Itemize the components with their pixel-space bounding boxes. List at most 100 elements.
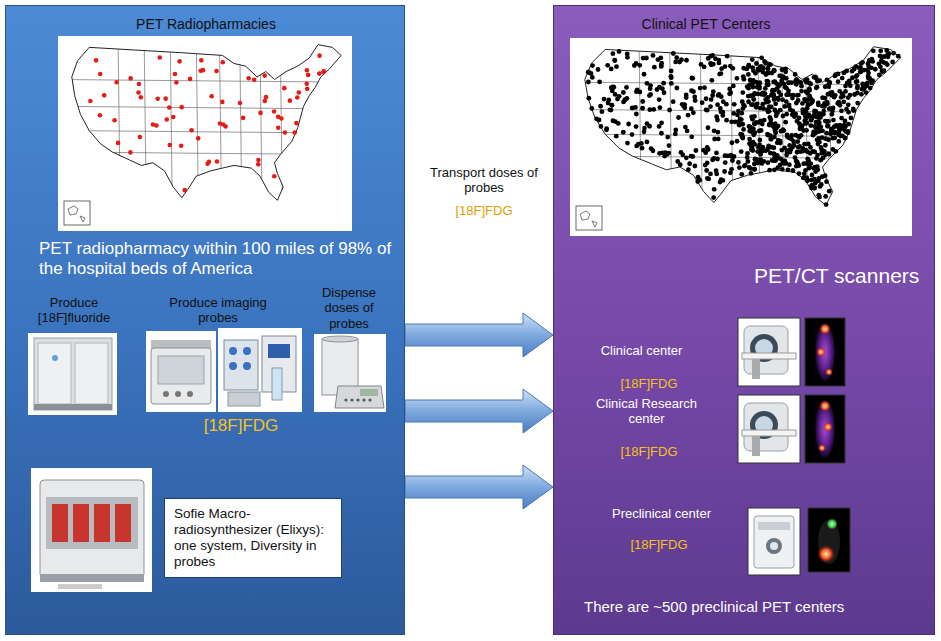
site-dots-part	[815, 126, 820, 131]
inset-hawaii	[592, 221, 597, 227]
site-dots-part	[214, 69, 219, 74]
site-dots-part	[718, 106, 723, 111]
site-dots-part	[752, 167, 757, 172]
site-dots-part	[659, 120, 664, 125]
site-dots-part	[826, 151, 831, 156]
site-dots-part	[752, 121, 757, 126]
sofie-elixys-photo-part	[46, 497, 138, 549]
site-dots-part	[624, 85, 629, 90]
site-dots-part	[154, 123, 159, 128]
site-dots-part	[878, 48, 883, 53]
probe-module-photo-part	[228, 392, 260, 406]
preclinical-scanner-photo-part	[766, 538, 782, 554]
site-dots-part	[814, 156, 819, 161]
site-dots-part	[201, 68, 206, 73]
fdg-synthesizer-photo-part	[163, 391, 169, 397]
state-lines-part	[700, 44, 702, 208]
state-lines-part	[240, 42, 242, 203]
site-dots-part	[781, 74, 786, 79]
site-dots-part	[662, 90, 667, 95]
site-dots-part	[693, 98, 698, 103]
site-dots-part	[823, 194, 828, 199]
site-dots-part	[762, 59, 767, 64]
site-dots-part	[799, 84, 804, 89]
site-dots-part	[803, 89, 808, 94]
state-lines-part	[639, 44, 641, 208]
dose-calibrator-photo-part	[314, 334, 386, 412]
site-dots-part	[305, 87, 310, 92]
site-dots-part	[634, 112, 639, 117]
site-dots-part	[598, 104, 603, 109]
site-dots-part	[712, 187, 717, 192]
site-dots-part	[102, 93, 107, 98]
site-dots-part	[656, 57, 661, 62]
site-dots-part	[736, 160, 741, 165]
site-dots-part	[814, 85, 819, 90]
site-dots-part	[612, 58, 617, 63]
site-dots-part	[687, 161, 692, 166]
site-dots-part	[128, 150, 133, 155]
site-dots-part	[746, 99, 751, 104]
pet-image-photo-part	[805, 318, 845, 386]
site-dots-part	[689, 134, 694, 139]
site-dots-part	[718, 180, 723, 185]
site-dots-part	[750, 57, 755, 62]
site-dots-part	[128, 76, 133, 81]
site-dots-part	[182, 188, 187, 193]
site-dots-part	[772, 68, 777, 73]
site-dots-part	[649, 146, 654, 151]
site-dots-part	[750, 85, 755, 90]
site-dots-part	[771, 92, 776, 97]
center-count-note: There are ~500 preclinical PET centers	[584, 598, 929, 616]
site-dots-part	[188, 77, 193, 82]
site-dots-part	[877, 73, 882, 78]
site-dots-part	[596, 67, 601, 72]
site-dots-part	[825, 92, 830, 97]
probe-module-photo-part	[224, 340, 258, 390]
site-dots-part	[804, 80, 809, 85]
site-dots-part	[751, 97, 756, 102]
site-dots-part	[781, 81, 786, 86]
site-dots-part	[869, 65, 874, 70]
site-dots-part	[138, 135, 143, 140]
site-dots-part	[866, 71, 871, 76]
site-dots-part	[637, 63, 642, 68]
site-dots-part	[720, 113, 725, 118]
pet-image-photo	[805, 318, 845, 386]
site-dots-part	[855, 101, 860, 106]
site-dots-part	[877, 61, 882, 66]
pet-image-photo-part	[815, 400, 835, 458]
site-dots-part	[164, 117, 169, 122]
fdg-synthesizer-photo-part	[151, 348, 211, 404]
site-dots-part	[746, 94, 751, 99]
site-dots-part	[712, 128, 717, 133]
site-dots-part	[737, 165, 742, 170]
site-dots-part	[605, 63, 610, 68]
site-dots-part	[642, 126, 647, 131]
state-lines-part	[196, 42, 198, 203]
site-dots-part	[607, 107, 612, 112]
site-dots-part	[678, 162, 683, 167]
site-dots-part	[746, 64, 751, 69]
site-dots-part	[757, 128, 762, 133]
site-dots-part	[884, 61, 889, 66]
site-dots-part	[753, 71, 758, 76]
site-dots-part	[116, 141, 121, 146]
site-dots-part	[673, 60, 678, 65]
site-dots-part	[824, 119, 829, 124]
pet-ct-scanner-photo-part	[744, 403, 788, 451]
site-dots-part	[757, 86, 762, 91]
site-dots-part	[817, 195, 822, 200]
site-dots-part	[657, 105, 662, 110]
site-dots	[586, 48, 901, 207]
site-dots-part	[114, 80, 119, 85]
site-dots-part	[752, 162, 757, 167]
sofie-elixys-photo-part	[58, 584, 102, 589]
site-dots-part	[806, 142, 811, 147]
site-dots-part	[617, 49, 622, 54]
connector-group	[405, 313, 553, 509]
site-dots-part	[586, 70, 591, 75]
site-dots-part	[824, 179, 829, 184]
